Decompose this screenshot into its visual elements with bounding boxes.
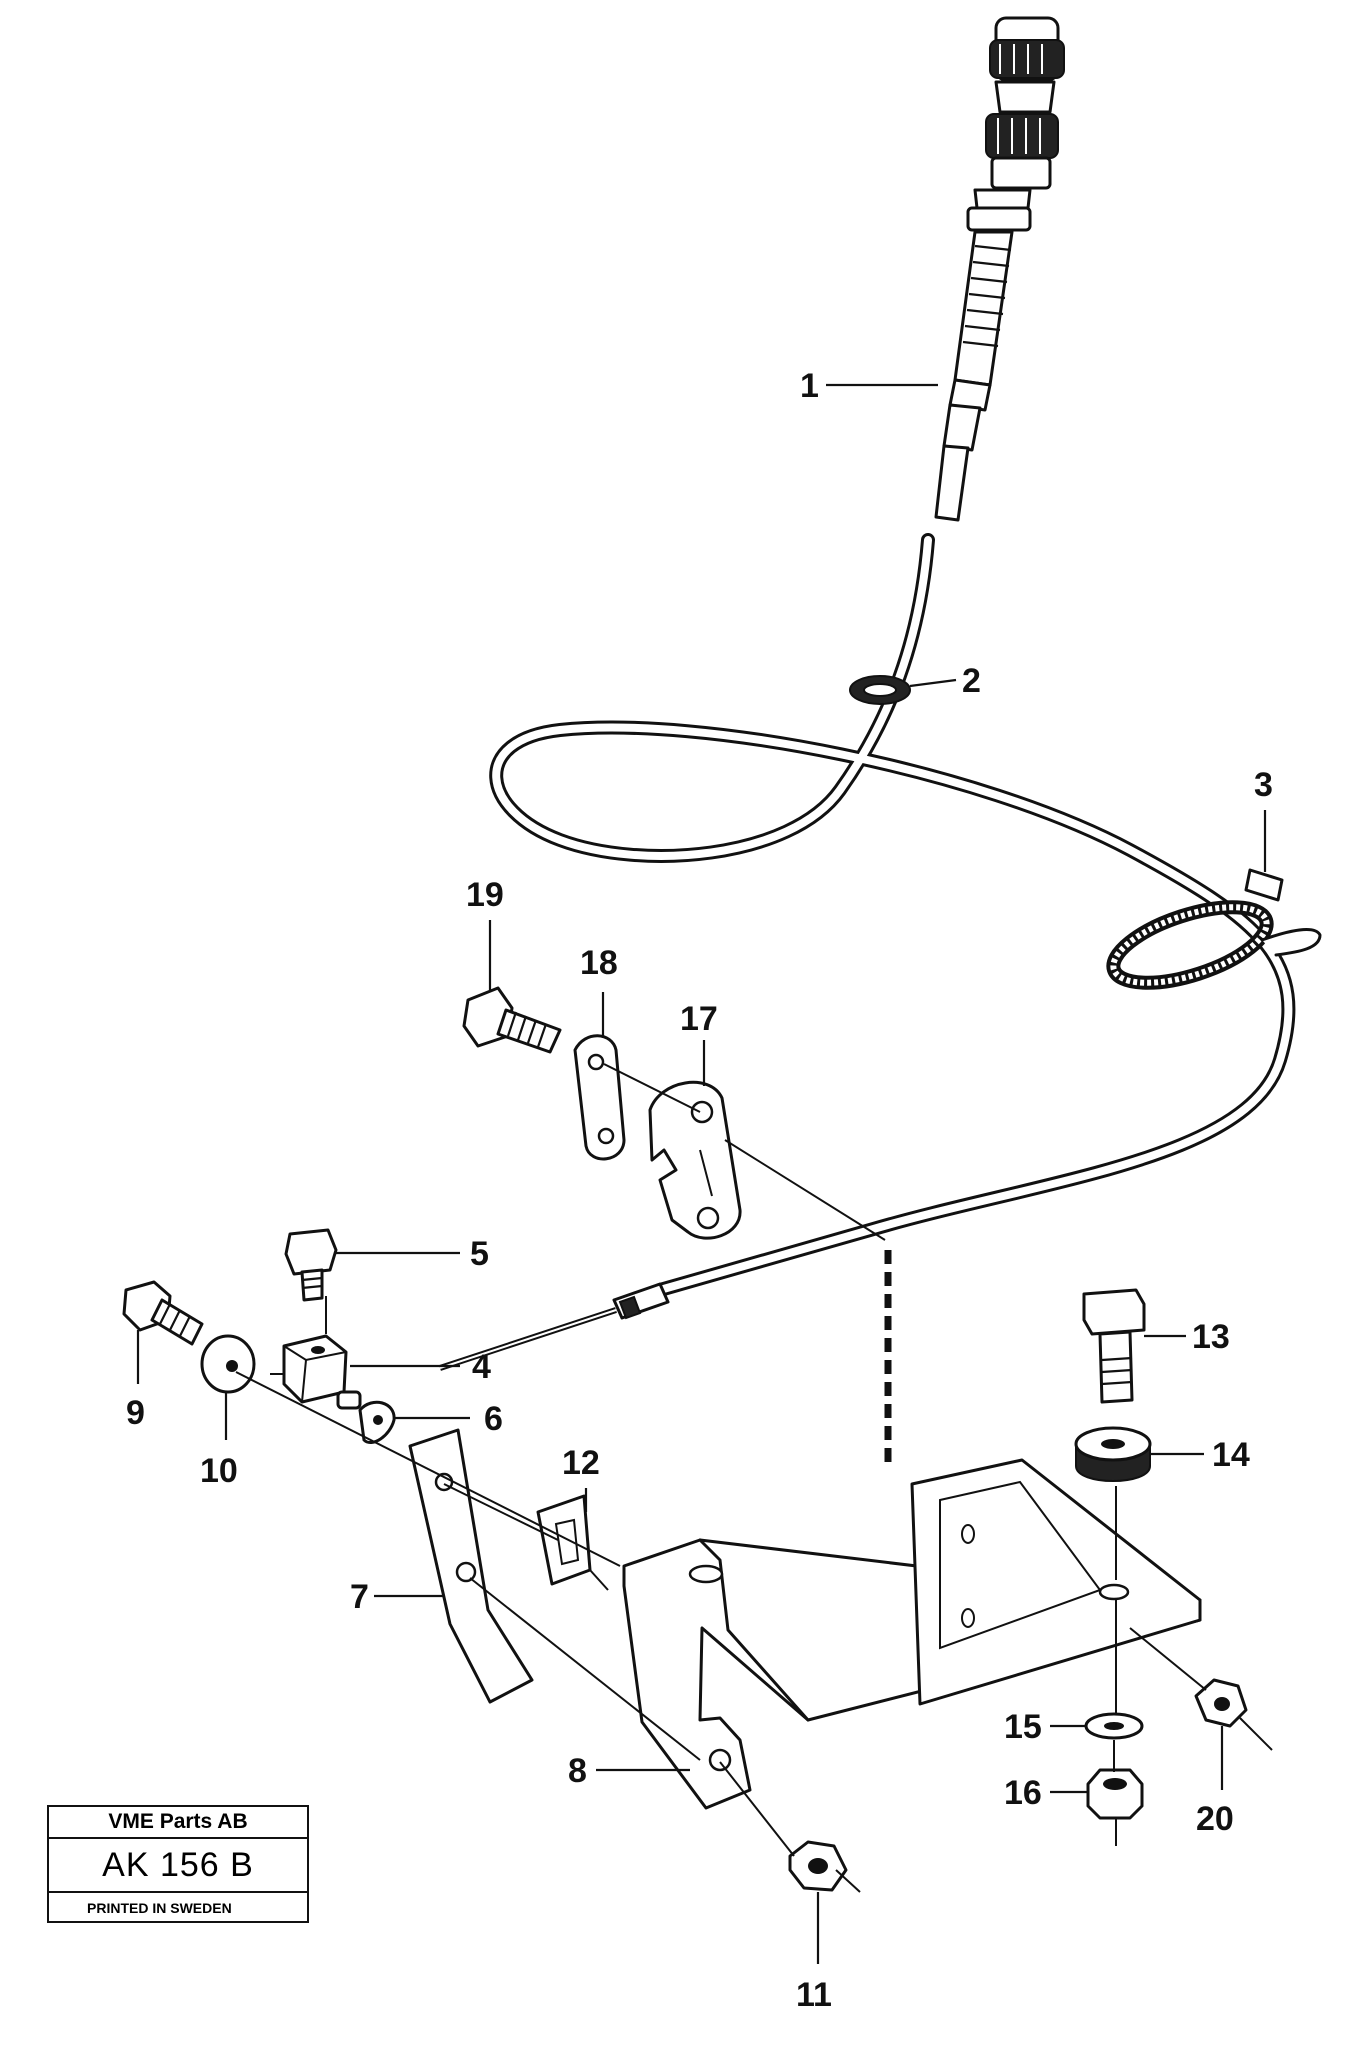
clamp-17-icon (648, 1080, 742, 1240)
pivot-block-icon (270, 1334, 362, 1410)
callout-4: 4 (350, 1348, 491, 1386)
nut-16-icon (1086, 1768, 1144, 1820)
lever-7-icon (408, 1428, 534, 1704)
nut-11-icon (788, 1840, 848, 1892)
callout-6: 6 (394, 1400, 503, 1438)
svg-text:1: 1 (800, 367, 819, 405)
callout-2: 2 (909, 662, 981, 700)
svg-text:3: 3 (1254, 766, 1273, 804)
cable-knob-icon (934, 16, 1065, 522)
callout-1: 1 (800, 367, 938, 405)
callout-12: 12 (562, 1444, 600, 1512)
svg-text:17: 17 (680, 1000, 718, 1038)
callout-8: 8 (568, 1752, 690, 1790)
callout-11: 11 (796, 1892, 832, 2014)
svg-text:7: 7 (350, 1578, 369, 1616)
printed-note: PRINTED IN SWEDEN (87, 1900, 232, 1916)
clip-6-icon (358, 1400, 396, 1444)
grommet-icon (849, 675, 911, 705)
clip-12-icon (536, 1494, 609, 1591)
company-name: VME Parts AB (49, 1807, 307, 1839)
title-block: VME Parts AB AK 156 B PRINTED IN SWEDEN (47, 1805, 309, 1923)
svg-text:18: 18 (580, 944, 618, 982)
svg-text:15: 15 (1004, 1708, 1042, 1746)
bolt-19-icon (462, 986, 562, 1054)
nut-20-icon (1194, 1678, 1248, 1728)
svg-text:11: 11 (796, 1976, 832, 2014)
svg-text:20: 20 (1196, 1800, 1234, 1838)
svg-text:5: 5 (470, 1235, 489, 1273)
svg-text:19: 19 (466, 876, 504, 914)
svg-text:2: 2 (962, 662, 981, 700)
alignment-lines (235, 1063, 1273, 1893)
svg-text:6: 6 (484, 1400, 503, 1438)
callout-3: 3 (1254, 766, 1273, 872)
cable-tie-icon (1106, 868, 1322, 990)
svg-text:10: 10 (200, 1452, 238, 1490)
callout-19: 19 (466, 876, 504, 990)
callout-13: 13 (1144, 1318, 1230, 1356)
callout-9: 9 (126, 1330, 145, 1432)
callout-5: 5 (334, 1235, 489, 1273)
svg-text:4: 4 (472, 1348, 491, 1386)
bracket-icon (622, 1458, 1202, 1810)
callout-16: 16 (1004, 1774, 1088, 1812)
callout-18: 18 (580, 944, 618, 1038)
svg-text:9: 9 (126, 1394, 145, 1432)
spacer-14-icon (1074, 1426, 1152, 1482)
callout-10: 10 (200, 1392, 238, 1490)
washer-15-icon (1084, 1712, 1144, 1740)
bolt-9-icon (122, 1280, 204, 1346)
svg-text:8: 8 (568, 1752, 587, 1790)
callout-14: 14 (1150, 1436, 1250, 1474)
cable (439, 533, 1296, 1371)
strap-18-icon (573, 1034, 626, 1161)
washer-10-icon (200, 1334, 256, 1394)
callout-17: 17 (680, 1000, 718, 1086)
svg-text:13: 13 (1192, 1318, 1230, 1356)
callout-20: 20 (1196, 1726, 1234, 1838)
svg-text:12: 12 (562, 1444, 600, 1482)
bolt-5-icon (284, 1228, 338, 1302)
callout-15: 15 (1004, 1708, 1086, 1746)
bolt-13-icon (1082, 1288, 1146, 1404)
callout-7: 7 (350, 1578, 444, 1616)
svg-text:14: 14 (1212, 1436, 1250, 1474)
drawing-code: AK 156 B (49, 1839, 307, 1893)
svg-text:16: 16 (1004, 1774, 1042, 1812)
